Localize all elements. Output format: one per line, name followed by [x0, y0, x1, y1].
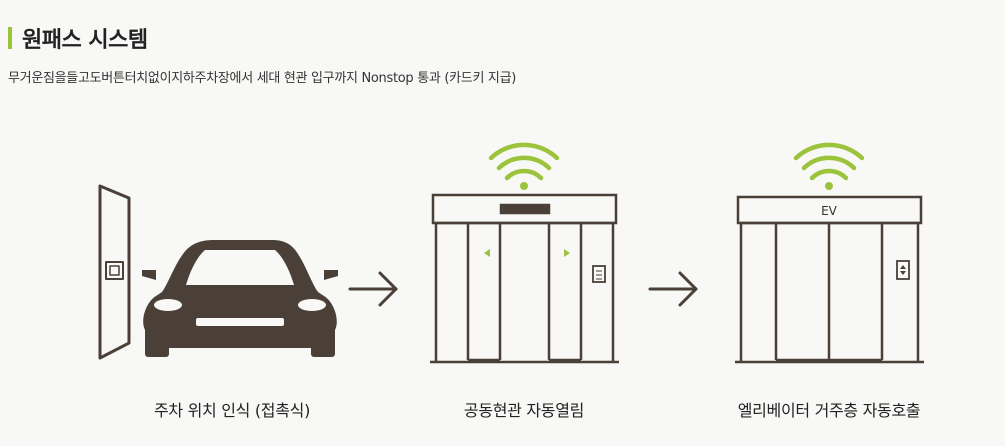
- car-icon: [142, 240, 338, 357]
- sliding-door-icon: [430, 193, 619, 364]
- arrow-right-icon: [648, 271, 698, 307]
- page-title: 원패스 시스템: [22, 28, 148, 53]
- step-caption-elevator: 엘리베이터 거주층 자동호출: [737, 401, 921, 420]
- step-caption-entrance: 공동현관 자동열림: [463, 401, 585, 420]
- ev-panel-label: EV: [821, 204, 838, 218]
- title-accent-bar: [8, 27, 12, 49]
- wifi-icon: [793, 142, 865, 190]
- door-open-indicators: [484, 249, 570, 257]
- step-caption-parking: 주차 위치 인식 (접촉식): [153, 401, 311, 420]
- arrow-right-icon: [348, 271, 398, 307]
- page-subtitle: 무거운짐을들고도버튼터치없이지하주차장에서 세대 현관 입구까지 Nonstop…: [8, 71, 517, 86]
- door-icon: [98, 184, 131, 360]
- wifi-icon: [488, 142, 560, 190]
- elevator-icon: [735, 195, 924, 364]
